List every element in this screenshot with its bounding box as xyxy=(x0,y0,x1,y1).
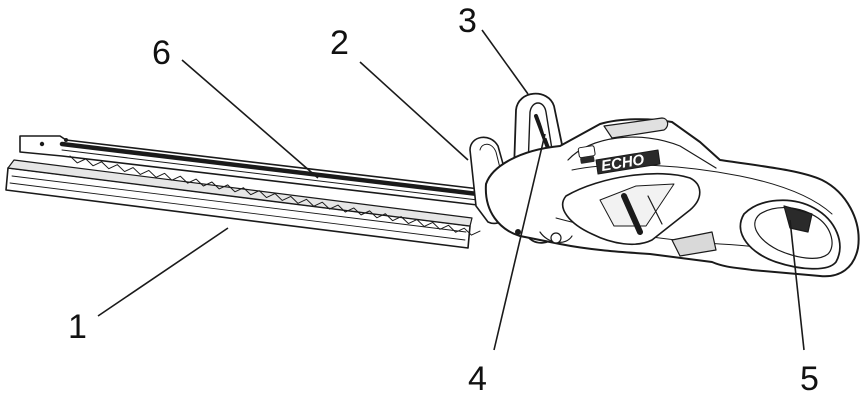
leader-lines xyxy=(97,29,805,351)
callout-1-blade-cover: 1 xyxy=(68,308,87,346)
callout-labels: 1 2 3 4 5 6 xyxy=(68,2,819,398)
motor-housing: ECHO xyxy=(484,117,860,278)
leader-line-6 xyxy=(181,59,319,179)
leader-line-4 xyxy=(493,133,546,351)
callout-6-blade: 6 xyxy=(152,34,171,72)
leader-line-3 xyxy=(481,29,529,95)
blade-teeth xyxy=(69,155,481,236)
rear-handle xyxy=(739,199,841,270)
callout-4-front-grip: 4 xyxy=(468,360,487,398)
leader-line-5 xyxy=(789,219,805,351)
brand-badge: ECHO xyxy=(577,145,661,175)
callout-3-front-handle: 3 xyxy=(458,2,477,40)
callout-5-trigger: 5 xyxy=(800,360,819,398)
callout-2-hand-guard: 2 xyxy=(330,24,349,62)
brand-logo: ECHO xyxy=(600,151,646,175)
leader-line-2 xyxy=(359,61,469,161)
cutting-blade xyxy=(19,135,489,236)
leader-line-1 xyxy=(97,227,229,317)
